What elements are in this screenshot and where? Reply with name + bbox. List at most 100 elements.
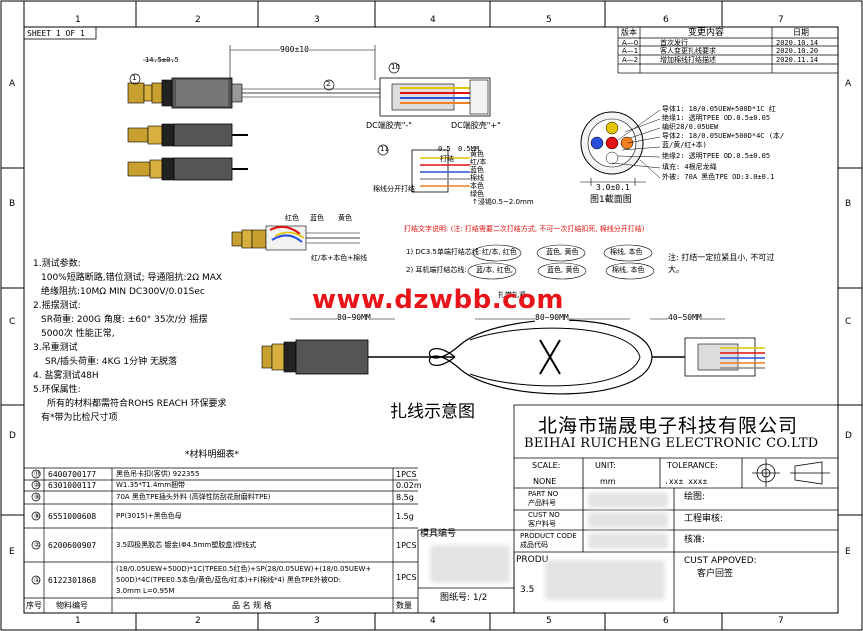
label-wire-yellow: 黄色 [470, 150, 484, 158]
req-line-11: 所有的材料都需符合ROHS REACH 环保要求 [47, 399, 227, 409]
bom-row-5-part: 6200600907 [48, 541, 97, 550]
requirements: 1.测试参数: 100%短路断路,错位测试; 导通阻抗:2Ω MAX 绝缘阻抗:… [33, 256, 227, 424]
bom-row-6-qty: 1PCS [396, 573, 417, 582]
row-letter-a-right: A [845, 79, 852, 89]
cust-approved-label: CUST APPOVED: [684, 556, 757, 566]
redacted-cust-no [588, 512, 668, 528]
knot-title: 打结文字说明: (注: 打结需要二次打结方式, 不可一次打结扣死, 棉线分开打结… [404, 225, 645, 233]
label-wire-red: 红/本 [470, 158, 487, 166]
part-no-label: PART NO [528, 490, 559, 498]
bom-row-5-spec: 3.5四极黑胶芯 镀金(Φ4.5mm塑胶盒)焊线式 [116, 541, 257, 549]
company-name-en: BEIHAI RUICHENG ELECTRONIC CO.LTD [524, 436, 819, 451]
cs-note-6: 绝缘2: 透明TPEE OD.0.5±0.05 [662, 152, 771, 160]
tolerance-label: TOLERANCE: [667, 461, 718, 470]
product-code-label: PRODUCT CODE [520, 532, 577, 540]
knot-note: 注: 打结一定拉紧且小, 不可过大。 [668, 253, 775, 274]
plug-middle-view [127, 123, 248, 147]
redacted-model [430, 545, 510, 583]
rev-header-ver: 版本 [621, 28, 637, 37]
plug-top-view [127, 59, 380, 109]
row-letter-b-right: B [845, 199, 852, 209]
label-cotton-split: 棉线分开打结 [373, 185, 415, 193]
company-name-cn: 北海市瑞晟电子科技有限公司 [538, 415, 799, 437]
bom-row-2-spec: W1.35*T1.4mm捆带 [116, 481, 186, 489]
cs-note-1: 导体1: 18/0.05UEW+500D*1C 红 [662, 105, 776, 113]
col-number-6: 6 [663, 15, 669, 25]
bom-row-3-qty: 8.5g [396, 493, 414, 502]
row-letter-d-right: D [845, 431, 852, 441]
col-number-3: 3 [314, 15, 320, 25]
bom-row-6-spec-2: 500D)*4C(TPEE0.5本色/黄色/蓝色/红本)+F(棉线*4) 黑色T… [116, 576, 342, 584]
row-letter-c-right: C [845, 317, 852, 327]
tolerance-value: .xx± xxx± [664, 477, 708, 486]
pages-label: 图纸号: 1/2 [440, 593, 488, 603]
req-line-7: 3.吊重测试 [33, 343, 78, 353]
revision-table [617, 26, 839, 74]
knot-ovals [467, 244, 655, 280]
dim-3-0: 3.0±0.1 [596, 183, 630, 192]
projection-symbol [752, 459, 830, 487]
title-block [417, 404, 839, 614]
rev-row-3-date: 2020.11.14 [776, 56, 819, 64]
unit-label: UNIT: [595, 461, 616, 470]
label-dc-plus: DC端胶壳"+" [451, 121, 501, 130]
cs-note-5: 蓝/黄/红+本) [662, 141, 707, 149]
row-letter-e-right: E [845, 547, 851, 557]
row-letter-b: B [9, 199, 16, 209]
bom-row-4-seq: ⑧ [34, 512, 41, 520]
col-number-6-bottom: 6 [663, 616, 669, 626]
dim-40-50: 40~50MM [668, 313, 702, 322]
dim-14-5: 14.5±0.5 [145, 56, 179, 64]
rev-row-1-date: 2020.10.14 [776, 39, 819, 47]
row-letter-c: C [9, 317, 16, 327]
cs-title: 图1截面图 [590, 195, 632, 205]
bom-row-4-part: 6551000608 [48, 512, 97, 521]
sheet-label-box [23, 26, 97, 40]
bom-row-4-qty: 1.5g [396, 512, 414, 521]
bom-row-2-part: 6301000117 [48, 481, 97, 490]
plug-lower-view [127, 157, 248, 181]
bom-row-6-spec-1: (18/0.05UEW+500D)*1C(TPEE0.5红色)+SP(28/0.… [116, 565, 372, 573]
approved-label: 核准: [684, 535, 706, 545]
cs-note-8: 外被: 70A 黑色TPE OD:3.0±0.1 [662, 173, 775, 181]
req-line-6: 5000次 性能正常, [41, 329, 115, 339]
knot-line1-item-1: 红/本, 红色 [482, 248, 517, 256]
req-line-12: 有*带为比检尺寸项 [41, 413, 118, 423]
bom-header-spec: 品 名 规 格 [232, 601, 272, 610]
knot-line1-label: 1) DC3.5单端打结芯线: [406, 248, 482, 256]
bom-row-1-part: 6400700177 [48, 470, 97, 479]
watermark-text: www.dzwbb.com [312, 285, 565, 315]
part-no-cn: 产品料号 [528, 499, 556, 507]
redacted-product-code [588, 533, 668, 549]
label-dc-minus: DC端胶壳"-" [366, 121, 412, 130]
bom-header-part: 物料编号 [56, 601, 88, 610]
inner-frame [23, 26, 839, 614]
dim-0-5: 0.5 [438, 145, 451, 153]
rev-row-2-desc: 客人变更扎线要求 [660, 47, 716, 55]
col-number-5-bottom: 5 [546, 616, 552, 626]
drawn-label: 绘图: [684, 492, 706, 502]
label-plug-blue: 蓝色 [310, 214, 324, 222]
bom-row-5-qty: 1PCS [396, 541, 417, 550]
dim-80-90-a: 80~90MM [337, 313, 371, 322]
product-label: PRODU [516, 555, 549, 565]
label-tie-knot: 打结 [440, 155, 454, 163]
bom-row-3-spec: 70A 黑色TPE插头外料 (高弹性防刮花耐磨料TPE) [116, 493, 271, 501]
rev-row-3-ver: A—2 [622, 56, 639, 64]
req-line-2: 100%短路断路,错位测试; 导通阻抗:2Ω MAX [41, 273, 223, 283]
bom-row-2-qty: 0.02m [396, 481, 422, 490]
wire-split-connector [411, 149, 470, 193]
plug-exploded [231, 225, 360, 251]
scale-value: NONE [533, 477, 557, 486]
bom-header-qty: 数量 [396, 601, 412, 610]
rev-row-2-date: 2020.10.20 [776, 47, 819, 55]
col-number-5: 5 [546, 15, 552, 25]
req-line-8: SR/插头荷重: 4KG 1分钟 无脱落 [45, 357, 177, 367]
rev-header-date: 日期 [793, 28, 809, 37]
row-letter-e: E [9, 547, 15, 557]
unit-value: mm [600, 477, 616, 486]
label-plug-red: 红色 [285, 214, 299, 222]
cust-no-cn: 客户料号 [528, 520, 556, 528]
